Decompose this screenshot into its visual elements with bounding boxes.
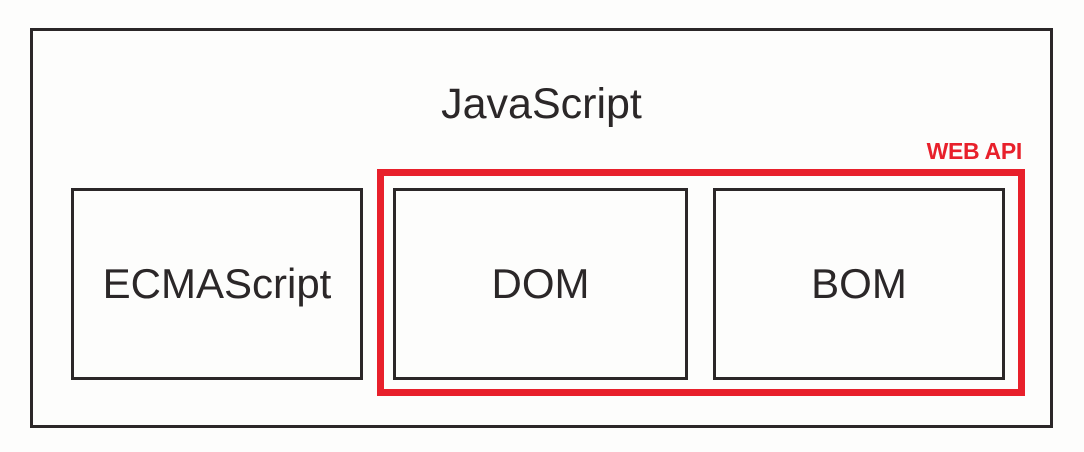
- dom-box: DOM: [393, 188, 688, 380]
- ecmascript-box: ECMAScript: [71, 188, 363, 380]
- bom-label: BOM: [811, 260, 907, 307]
- web-api-group-box: DOM BOM: [377, 169, 1025, 396]
- ecmascript-label: ECMAScript: [102, 260, 332, 307]
- web-api-label: WEB API: [926, 138, 1023, 164]
- bom-box: BOM: [713, 188, 1005, 380]
- dom-label: DOM: [491, 260, 590, 307]
- javascript-title: JavaScript: [441, 80, 642, 128]
- javascript-container-box: JavaScript WEB API ECMAScript DOM BOM: [30, 28, 1053, 428]
